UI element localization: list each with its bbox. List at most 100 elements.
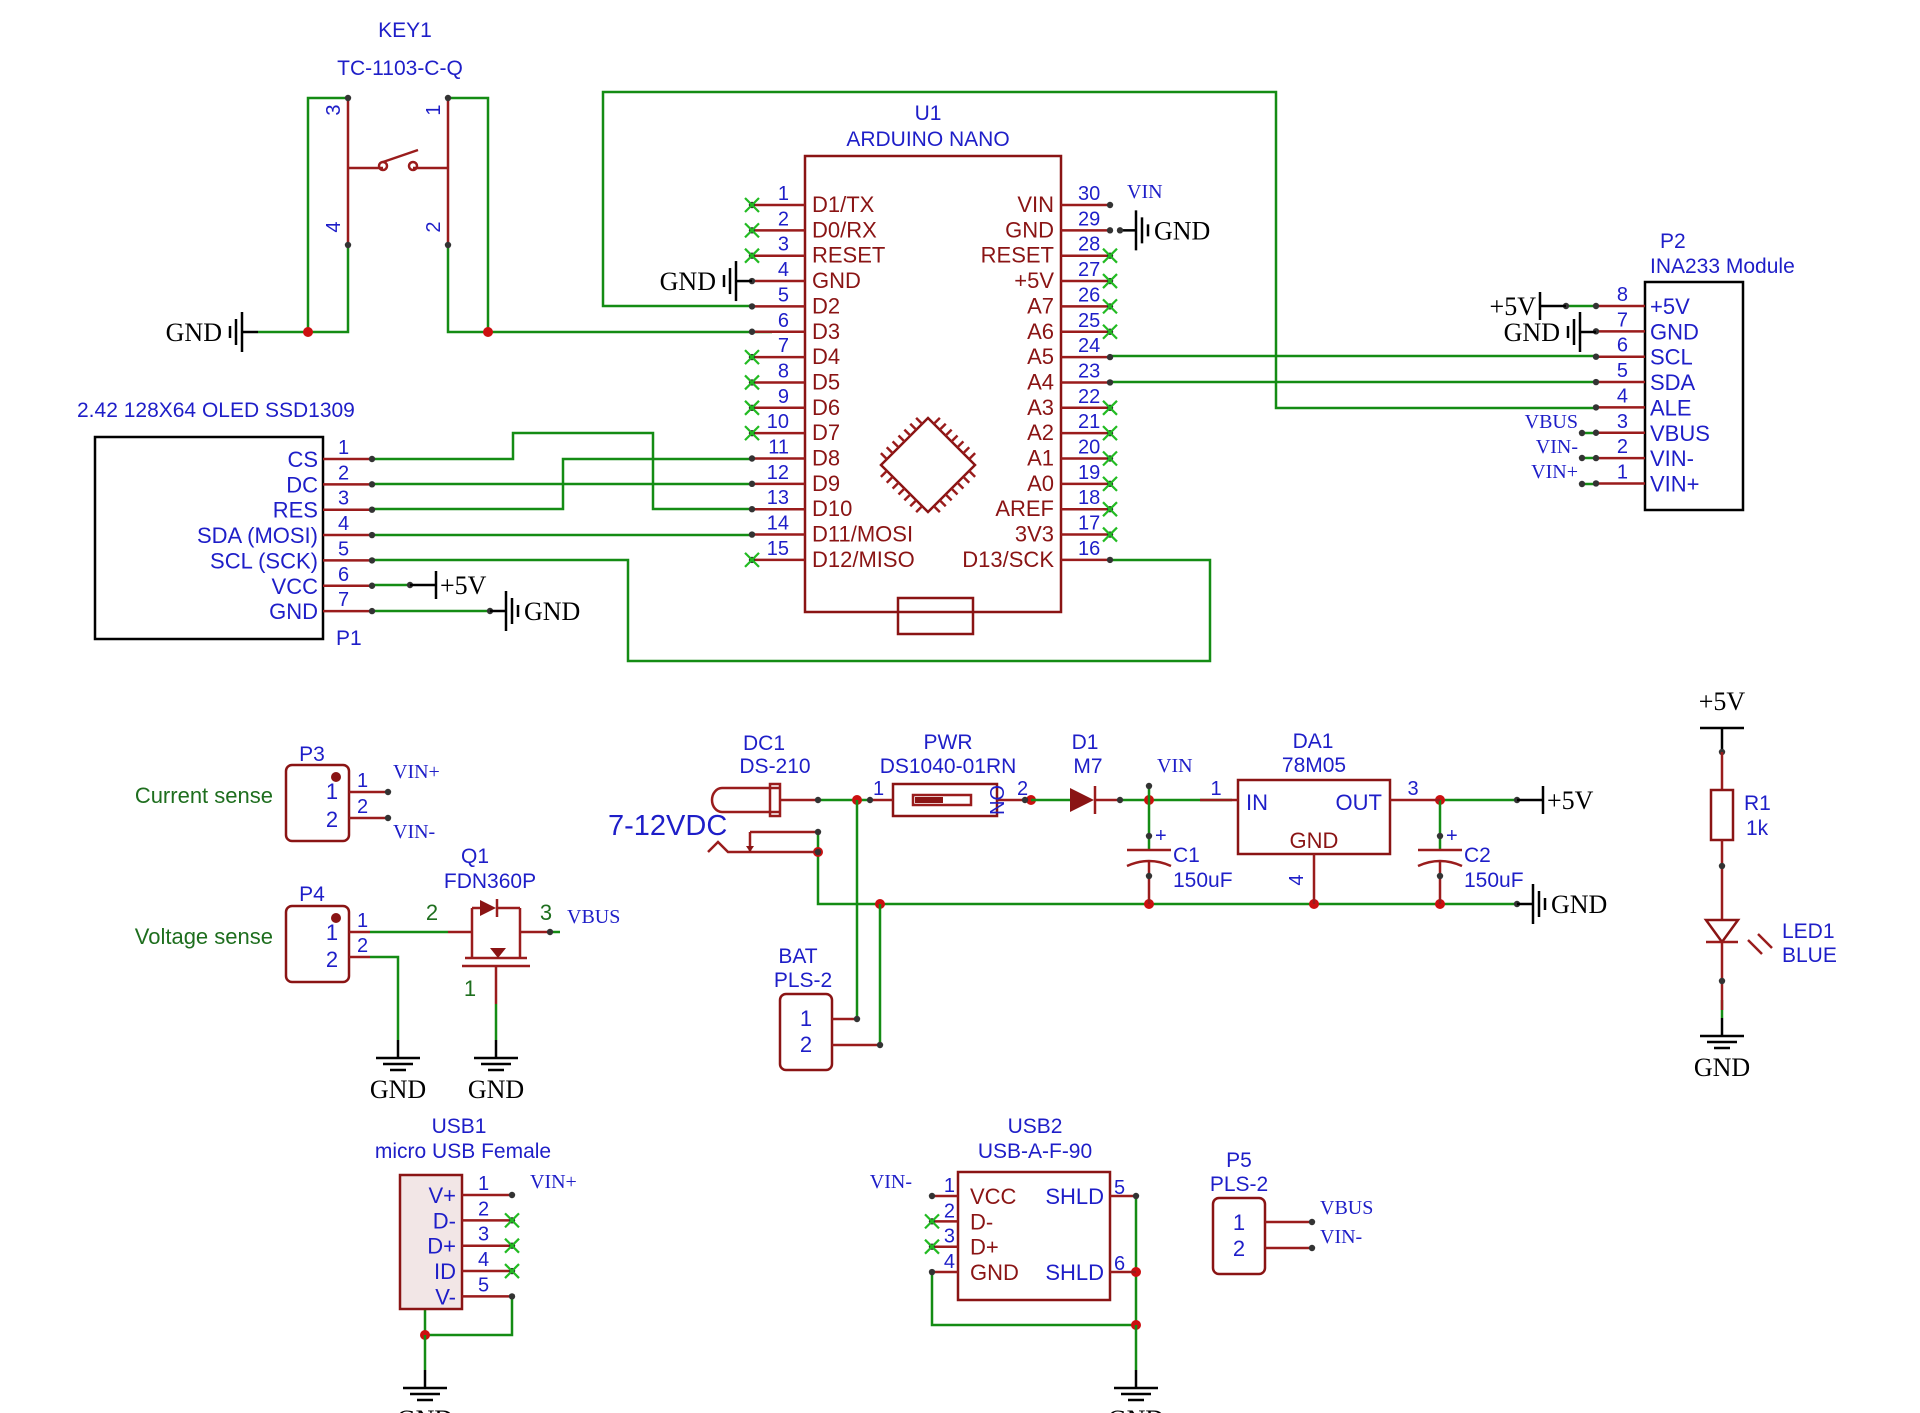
r1-value: 1k xyxy=(1746,817,1769,840)
da1-pin-4: 4 xyxy=(1286,874,1308,885)
da1-pin-1: 1 xyxy=(1210,778,1221,800)
usb2-value: USB-A-F-90 xyxy=(978,1140,1092,1163)
p2-pin-label-VBUS: VBUS xyxy=(1650,421,1710,446)
p5v-label: +5V xyxy=(440,571,487,600)
p4-body xyxy=(284,904,351,984)
key1-ref: KEY1 xyxy=(378,19,432,42)
p3-ref: P3 xyxy=(299,743,325,766)
u1-pin-num: 10 xyxy=(767,411,789,433)
da1-ref: DA1 xyxy=(1293,730,1334,753)
gnd-label: GND xyxy=(166,318,222,347)
dc1-value: DS-210 xyxy=(739,755,810,778)
u1-pin-label-RESET: RESET xyxy=(812,243,885,268)
u1-pin-label-A7: A7 xyxy=(1027,293,1054,318)
led1-light xyxy=(1747,939,1763,955)
p1-pin-num: 5 xyxy=(338,538,349,560)
pin-end xyxy=(368,557,376,564)
no-connect-mark xyxy=(744,222,760,239)
u1-pin-label-3V3: 3V3 xyxy=(1015,522,1054,547)
u1-pin-label-D9: D9 xyxy=(812,471,840,496)
p2-pin-num: 8 xyxy=(1617,284,1628,306)
u1-chip-lead xyxy=(903,428,912,437)
u1-pin-num: 8 xyxy=(778,360,789,382)
parts: ++ xyxy=(93,94,1773,1402)
gnd-label: GND xyxy=(660,267,716,296)
pin-end xyxy=(1592,404,1600,411)
key1-contact xyxy=(377,160,389,172)
u1-chip-lead xyxy=(968,452,977,461)
p4-pin-num: 1 xyxy=(357,910,368,932)
pin-end xyxy=(1718,977,1726,985)
pin-end xyxy=(748,303,756,310)
no-connect-mark xyxy=(1102,526,1118,543)
p4-pin-1: 1 xyxy=(326,920,338,945)
pwr-knob xyxy=(915,797,943,803)
p2-pin-label-GND: GND xyxy=(1650,319,1699,344)
key1-pin-2: 2 xyxy=(423,221,445,232)
usb1-pin-num: 5 xyxy=(478,1274,489,1296)
u1-chip-lead xyxy=(950,487,959,496)
usb1-pin-label: ID xyxy=(434,1259,456,1284)
pin-end xyxy=(814,848,822,856)
u1-pin-label-GND: GND xyxy=(1005,217,1054,242)
u1-pin-label-A3: A3 xyxy=(1027,395,1054,420)
u1-pin-num: 24 xyxy=(1078,335,1100,357)
u1-pin-num: 11 xyxy=(768,437,789,459)
pin-end xyxy=(1592,378,1600,386)
u1-pin-label-GND: GND xyxy=(812,268,861,293)
p2-vinp-net: VIN+ xyxy=(1531,461,1578,483)
usb2-body xyxy=(956,1170,1112,1302)
r1-ref: R1 xyxy=(1744,792,1771,815)
p1-pin-label: RES xyxy=(273,498,318,523)
p2-pin-num: 2 xyxy=(1617,436,1628,458)
pin-end xyxy=(1145,782,1153,790)
p1-pin-num: 3 xyxy=(338,488,349,510)
pin-end xyxy=(1116,796,1124,804)
p2-pin-label-+5V: +5V xyxy=(1650,294,1690,319)
u1-pin-label-D8: D8 xyxy=(812,446,840,471)
usb1-pin-num: 1 xyxy=(478,1173,489,1195)
u1-pin-label-D4: D4 xyxy=(812,344,840,369)
usb2-ref: USB2 xyxy=(1008,1115,1063,1138)
usb2-pin-num: 3 xyxy=(944,1226,955,1248)
u1-chip-lead xyxy=(879,452,888,461)
pin-end xyxy=(1106,556,1114,564)
gnd-label: GND xyxy=(1108,1405,1164,1413)
dc1-sleeve xyxy=(707,840,818,854)
u1-pin-label-A5: A5 xyxy=(1027,344,1054,369)
pin-end xyxy=(368,582,376,589)
u1-pin-num: 2 xyxy=(778,208,789,230)
q1-value: FDN360P xyxy=(444,870,536,893)
p1-pin-num: 7 xyxy=(338,589,349,611)
no-connect-mark xyxy=(1102,501,1118,517)
u1-pin-label-VIN: VIN xyxy=(1017,192,1054,217)
pin-end xyxy=(1145,872,1153,880)
u1-chip-lead xyxy=(909,422,918,431)
u1-pin-label-+5V: +5V xyxy=(1014,268,1054,293)
usb2-pin-num: 4 xyxy=(944,1251,955,1273)
u1-pin-num: 16 xyxy=(1078,538,1100,560)
q1-arrow xyxy=(490,948,506,958)
no-connect-mark xyxy=(1102,247,1118,264)
pin-end xyxy=(1021,796,1029,804)
u1-pin-label-D7: D7 xyxy=(812,420,840,445)
u1-pin-num: 30 xyxy=(1078,183,1100,205)
u1-pin-label-D3: D3 xyxy=(812,319,840,344)
pin-end xyxy=(928,1268,936,1276)
key1-pin-4: 4 xyxy=(323,221,345,232)
p1-pin-label: GND xyxy=(269,599,318,624)
p2-pin-num: 4 xyxy=(1617,385,1628,407)
p3-pin1-mark xyxy=(331,772,341,782)
no-connect-mark xyxy=(1102,323,1118,340)
no-connect-mark xyxy=(504,1237,520,1254)
u1-pin-num: 13 xyxy=(767,487,789,509)
p2-pin-num: 7 xyxy=(1617,309,1628,331)
p3-pin-num: 2 xyxy=(357,796,368,818)
p2-value: INA233 Module xyxy=(1650,255,1795,278)
u1-pin-num: 15 xyxy=(767,538,789,560)
usb1-vinp-net: VIN+ xyxy=(530,1171,577,1193)
pwr-pin-2: 2 xyxy=(1017,778,1028,800)
gnd-label: GND xyxy=(1694,1053,1750,1082)
no-connect-mark xyxy=(924,1238,940,1255)
